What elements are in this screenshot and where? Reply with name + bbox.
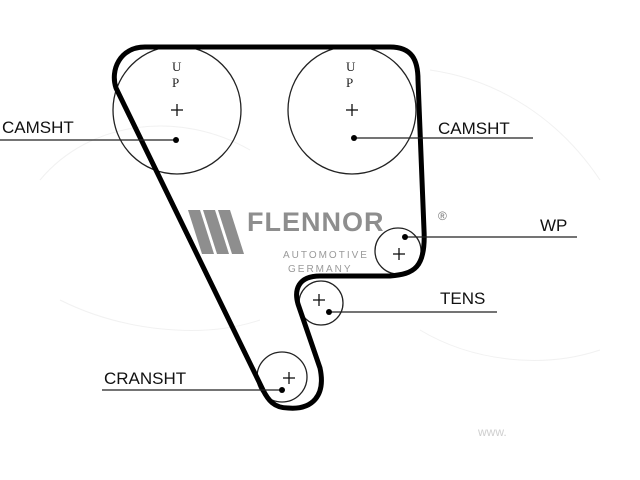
camshaft-left-point	[173, 137, 179, 143]
up-mark-right-u: U	[346, 59, 356, 74]
tensioner-pulley	[298, 280, 344, 326]
brand-logo: FLENNOR ® AUTOMOTIVE GERMANY	[188, 207, 447, 275]
water-pump-center-icon	[393, 248, 405, 260]
water-pump-point	[402, 234, 408, 240]
label-water-pump: WP	[540, 216, 567, 235]
label-crankshaft: CRANSHT	[104, 369, 186, 388]
label-tensioner: TENS	[440, 289, 485, 308]
up-mark-left-u: U	[172, 59, 182, 74]
camshaft-left-center-icon	[171, 104, 183, 116]
camshaft-right-point	[351, 135, 357, 141]
up-mark-right-p: P	[346, 75, 353, 90]
tensioner-center-icon	[313, 294, 325, 306]
label-camshaft-left: CAMSHT	[2, 118, 74, 137]
crankshaft-point	[279, 387, 285, 393]
brand-line-automotive: AUTOMOTIVE	[283, 250, 369, 261]
up-mark-left-p: P	[172, 75, 179, 90]
registered-mark: ®	[438, 209, 447, 223]
camshaft-right-center-icon	[346, 104, 358, 116]
label-camshaft-right: CAMSHT	[438, 119, 510, 138]
crankshaft-center-icon	[283, 372, 295, 384]
brand-name: FLENNOR	[247, 207, 385, 237]
timing-belt	[111, 44, 427, 411]
up-mark-right: U P	[346, 59, 356, 90]
up-mark-left: U P	[172, 59, 182, 90]
brand-line-germany: GERMANY	[288, 264, 353, 275]
brand-mark-icon	[188, 210, 244, 254]
watermark-text: www.	[477, 425, 507, 439]
tensioner-point	[326, 309, 332, 315]
